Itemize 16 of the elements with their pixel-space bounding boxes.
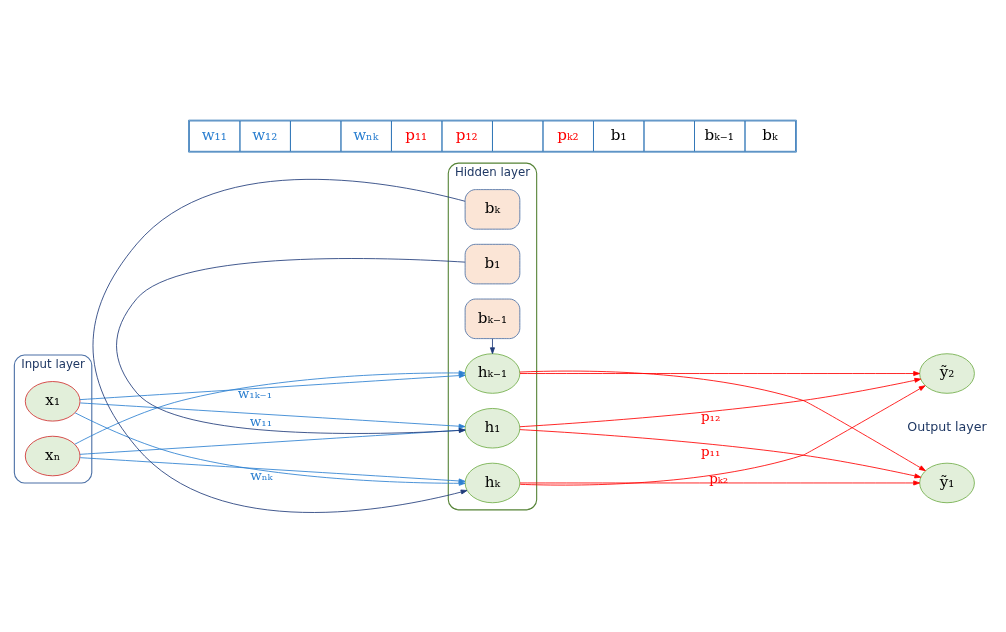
edge-label: w₁ₖ₋₁ bbox=[237, 385, 273, 401]
label: bₖ bbox=[762, 125, 778, 144]
label: p₁₁ bbox=[405, 125, 428, 144]
label: w₁₂ bbox=[252, 125, 278, 144]
label: pₖ₂ bbox=[557, 125, 579, 144]
label: b₁ bbox=[610, 125, 627, 144]
label: Output layer bbox=[907, 418, 987, 434]
edge-label: wₙₖ bbox=[250, 467, 273, 483]
edge-label: p₁₁ bbox=[700, 443, 721, 459]
edge-label: w₁₁ bbox=[249, 413, 273, 429]
label: w₁₁ bbox=[201, 125, 227, 144]
label: p₁₂ bbox=[455, 125, 478, 144]
label: wₙₖ bbox=[353, 125, 379, 144]
edge-label: pₖ₂ bbox=[709, 470, 729, 486]
edge-label: p₁₂ bbox=[700, 408, 721, 424]
label: bₖ₋₁ bbox=[704, 125, 734, 144]
